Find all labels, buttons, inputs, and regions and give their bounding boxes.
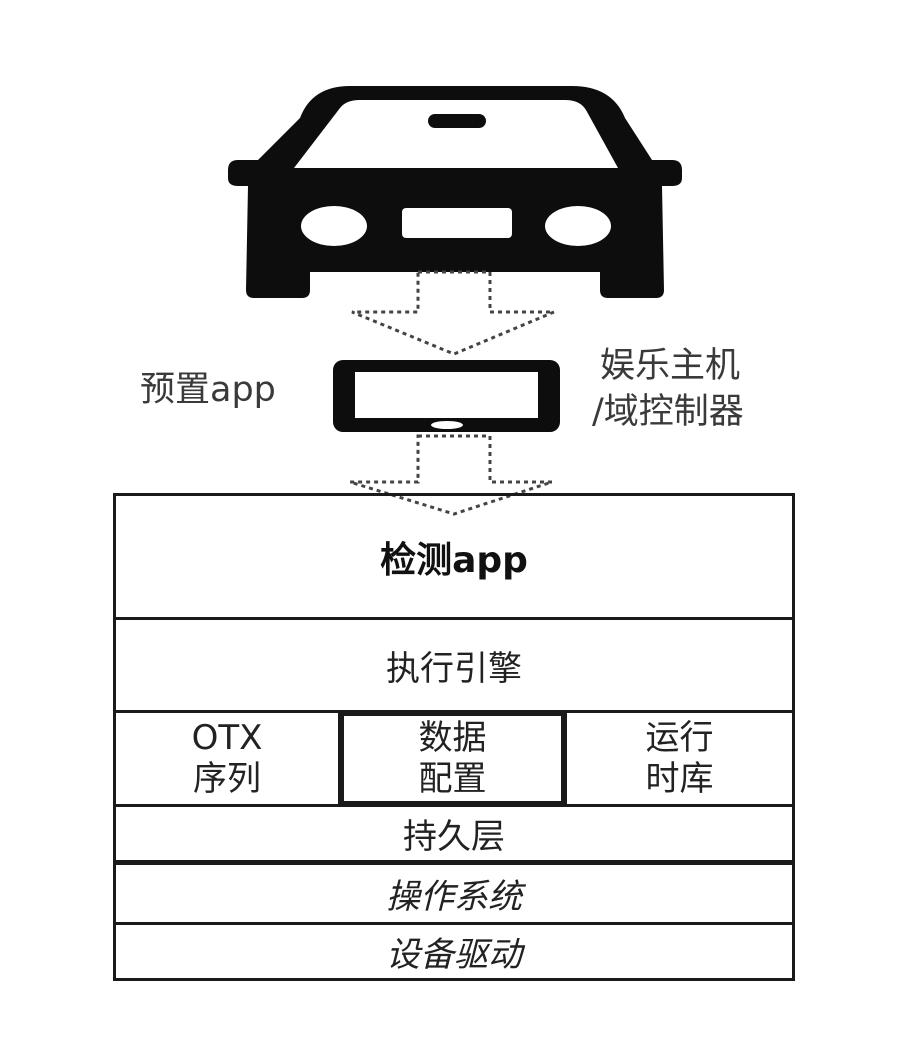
down-arrow-icon: [351, 270, 555, 356]
module-data-line1: 数据: [418, 717, 487, 758]
smartphone-icon: [333, 360, 560, 432]
module-otx-sequence: OTX 序列: [116, 713, 338, 804]
module-runtime-line2: 时库: [645, 758, 714, 799]
module-runtime-library: 运行 时库: [567, 713, 792, 804]
down-arrow-icon: [349, 434, 553, 516]
preset-app-label: 预置app: [140, 370, 276, 410]
device-driver-layer: 设备驱动: [386, 935, 522, 975]
operating-system-layer: 操作系统: [386, 877, 522, 917]
infotainment-label-line1: 娱乐主机: [600, 346, 741, 386]
module-otx-line1: OTX: [191, 717, 263, 758]
module-data-config: 数据 配置: [341, 713, 564, 804]
module-data-line2: 配置: [418, 758, 487, 799]
car-icon: [228, 86, 682, 298]
module-runtime-line1: 运行: [645, 717, 714, 758]
software-stack: 检测app 执行引擎 OTX 序列 数据 配置 运行 时库 持久层 操作系统 设…: [113, 493, 795, 981]
execution-engine-layer: 执行引擎: [386, 648, 522, 689]
infotainment-label-line2: /域控制器: [592, 392, 744, 432]
detection-app-layer: 检测app: [380, 539, 528, 581]
persistence-layer: 持久层: [403, 817, 505, 857]
module-otx-line2: 序列: [193, 758, 261, 799]
